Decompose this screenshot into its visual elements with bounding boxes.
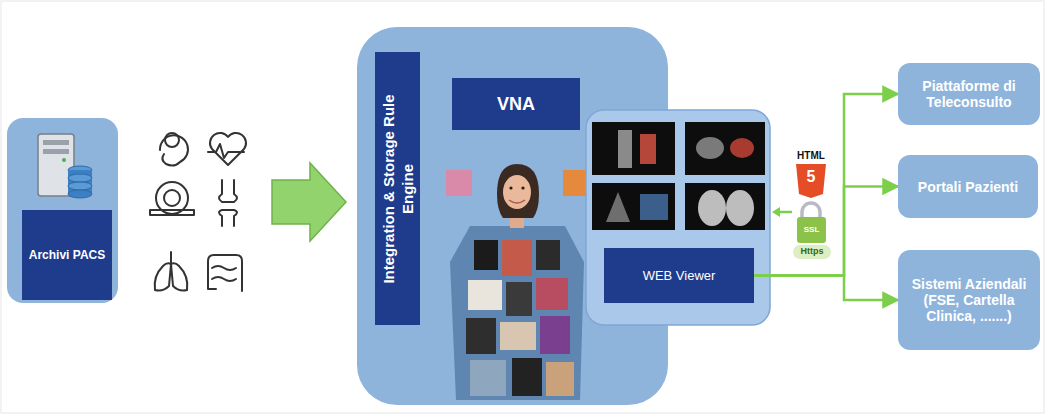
html5-shield [796,164,826,198]
html-text: HTML [791,150,831,162]
lock-icon [793,203,831,259]
node-text: Sistemi Aziendali (FSE, Cartella Clinica… [904,276,1034,324]
target-box: Sistemi Aziendali (FSE, Cartella Clinica… [898,250,1040,350]
link-arrow [778,211,792,214]
target-box: Portali Pazienti [898,155,1038,218]
link-connector [754,276,898,301]
platform-panel [357,27,668,405]
link-connector [754,94,898,276]
node-text: Integration & Storage Rule Engine [379,89,417,289]
vna-box: VNA [452,78,580,130]
anatomy-icons [142,124,260,302]
archive-box: Archivi PACS [22,210,112,300]
server-icon [38,134,92,198]
viewer-box: WEB Viewer [604,248,754,303]
node-text: WEB Viewer [643,268,716,283]
viewer-screens [592,122,765,230]
link-arrowhead [772,207,780,217]
https-text: Https [793,246,831,257]
node-text: Archivi PACS [29,248,105,262]
engine-bar: Integration & Storage Rule Engine [375,52,420,325]
target-box: Piattaforme di Teleconsulto [898,63,1040,125]
flow-arrow [272,163,346,241]
node-text: Piattaforme di Teleconsulto [904,78,1034,110]
node-text: VNA [497,94,535,115]
node-text: Portali Pazienti [918,179,1018,195]
html5-number: 5 [796,167,826,186]
pacs-panel [7,118,118,303]
ssl-text: SSL [797,225,826,235]
viewer-panel [586,110,770,325]
link-connector [754,187,898,276]
body-illustration [446,164,589,400]
